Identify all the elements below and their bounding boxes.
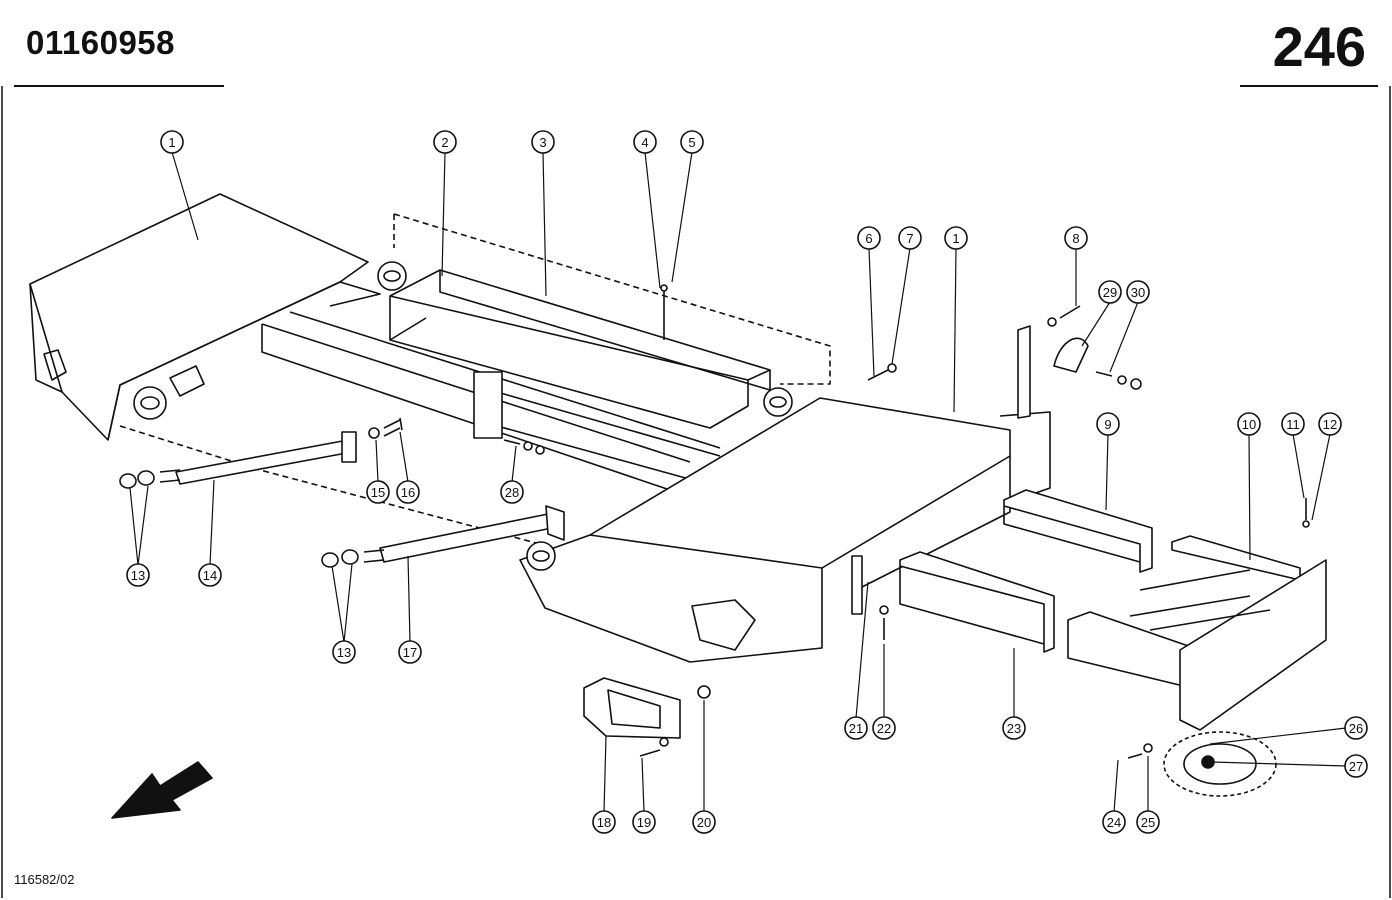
support-bracket <box>583 677 681 739</box>
callout-21: 21 <box>844 716 868 740</box>
callout-13b: 13 <box>332 640 356 664</box>
svg-text:22: 22 <box>877 721 891 736</box>
svg-text:9: 9 <box>1104 417 1111 432</box>
leader-lines <box>129 151 1347 813</box>
page-number: 246 <box>1272 15 1366 78</box>
callout-19: 19 <box>632 810 656 834</box>
svg-text:27: 27 <box>1349 759 1363 774</box>
svg-text:13: 13 <box>337 645 351 660</box>
callout-22: 22 <box>872 716 896 740</box>
callout-5: 5 <box>680 130 704 154</box>
callout-18: 18 <box>592 810 616 834</box>
callout-23: 23 <box>1002 716 1026 740</box>
perforated-channel <box>389 213 831 429</box>
callout-7: 7 <box>898 226 922 250</box>
svg-text:17: 17 <box>403 645 417 660</box>
callout-15: 15 <box>366 480 390 504</box>
svg-text:28: 28 <box>505 485 519 500</box>
svg-text:25: 25 <box>1141 815 1155 830</box>
svg-text:14: 14 <box>203 568 217 583</box>
callout-26: 26 <box>1344 716 1368 740</box>
svg-text:4: 4 <box>641 135 648 150</box>
page-frame <box>1 85 1391 898</box>
fasteners <box>119 284 1310 759</box>
callout-11: 11 <box>1281 412 1305 436</box>
svg-text:18: 18 <box>597 815 611 830</box>
callout-8: 8 <box>1064 226 1088 250</box>
svg-text:13: 13 <box>131 568 145 583</box>
svg-text:2: 2 <box>441 135 448 150</box>
callout-25: 25 <box>1136 810 1160 834</box>
callout-4: 4 <box>633 130 657 154</box>
callout-30: 30 <box>1126 280 1150 304</box>
callout-16: 16 <box>396 480 420 504</box>
callout-9: 9 <box>1096 412 1120 436</box>
svg-text:7: 7 <box>906 231 913 246</box>
svg-text:5: 5 <box>688 135 695 150</box>
callout-1a: 1 <box>160 130 184 154</box>
callout-27: 27 <box>1344 754 1368 778</box>
callout-10: 10 <box>1237 412 1261 436</box>
callout-28: 28 <box>500 480 524 504</box>
svg-text:6: 6 <box>865 231 872 246</box>
svg-text:1: 1 <box>952 231 959 246</box>
callout-14: 14 <box>198 563 222 587</box>
svg-text:23: 23 <box>1007 721 1021 736</box>
svg-text:11: 11 <box>1286 417 1300 432</box>
svg-text:12: 12 <box>1323 417 1337 432</box>
svg-text:20: 20 <box>697 815 711 830</box>
part-number: 01160958 <box>26 24 176 61</box>
callout-2: 2 <box>433 130 457 154</box>
svg-text:24: 24 <box>1107 815 1121 830</box>
left-frame-plate <box>29 193 407 441</box>
svg-text:29: 29 <box>1103 285 1117 300</box>
callout-3: 3 <box>531 130 555 154</box>
callout-12: 12 <box>1318 412 1342 436</box>
svg-text:1: 1 <box>168 135 175 150</box>
callout-17: 17 <box>398 640 422 664</box>
svg-text:16: 16 <box>401 485 415 500</box>
svg-text:15: 15 <box>371 485 385 500</box>
svg-text:3: 3 <box>539 135 546 150</box>
callout-29: 29 <box>1098 280 1122 304</box>
direction-arrow <box>111 761 213 819</box>
svg-text:30: 30 <box>1131 285 1145 300</box>
svg-text:8: 8 <box>1072 231 1079 246</box>
svg-text:21: 21 <box>849 721 863 736</box>
svg-text:19: 19 <box>637 815 651 830</box>
side-rails <box>119 311 721 545</box>
rear-cradle-frame <box>1067 535 1327 797</box>
callout-6: 6 <box>857 226 881 250</box>
tie-rods <box>159 431 565 563</box>
svg-text:26: 26 <box>1349 721 1363 736</box>
callout-1b: 1 <box>944 226 968 250</box>
drawing-reference: 116582/02 <box>14 872 75 887</box>
svg-text:10: 10 <box>1242 417 1256 432</box>
callout-24: 24 <box>1102 810 1126 834</box>
right-frame-plate <box>519 325 1051 663</box>
callout-13a: 13 <box>126 563 150 587</box>
angle-brackets <box>899 489 1153 653</box>
callout-20: 20 <box>692 810 716 834</box>
